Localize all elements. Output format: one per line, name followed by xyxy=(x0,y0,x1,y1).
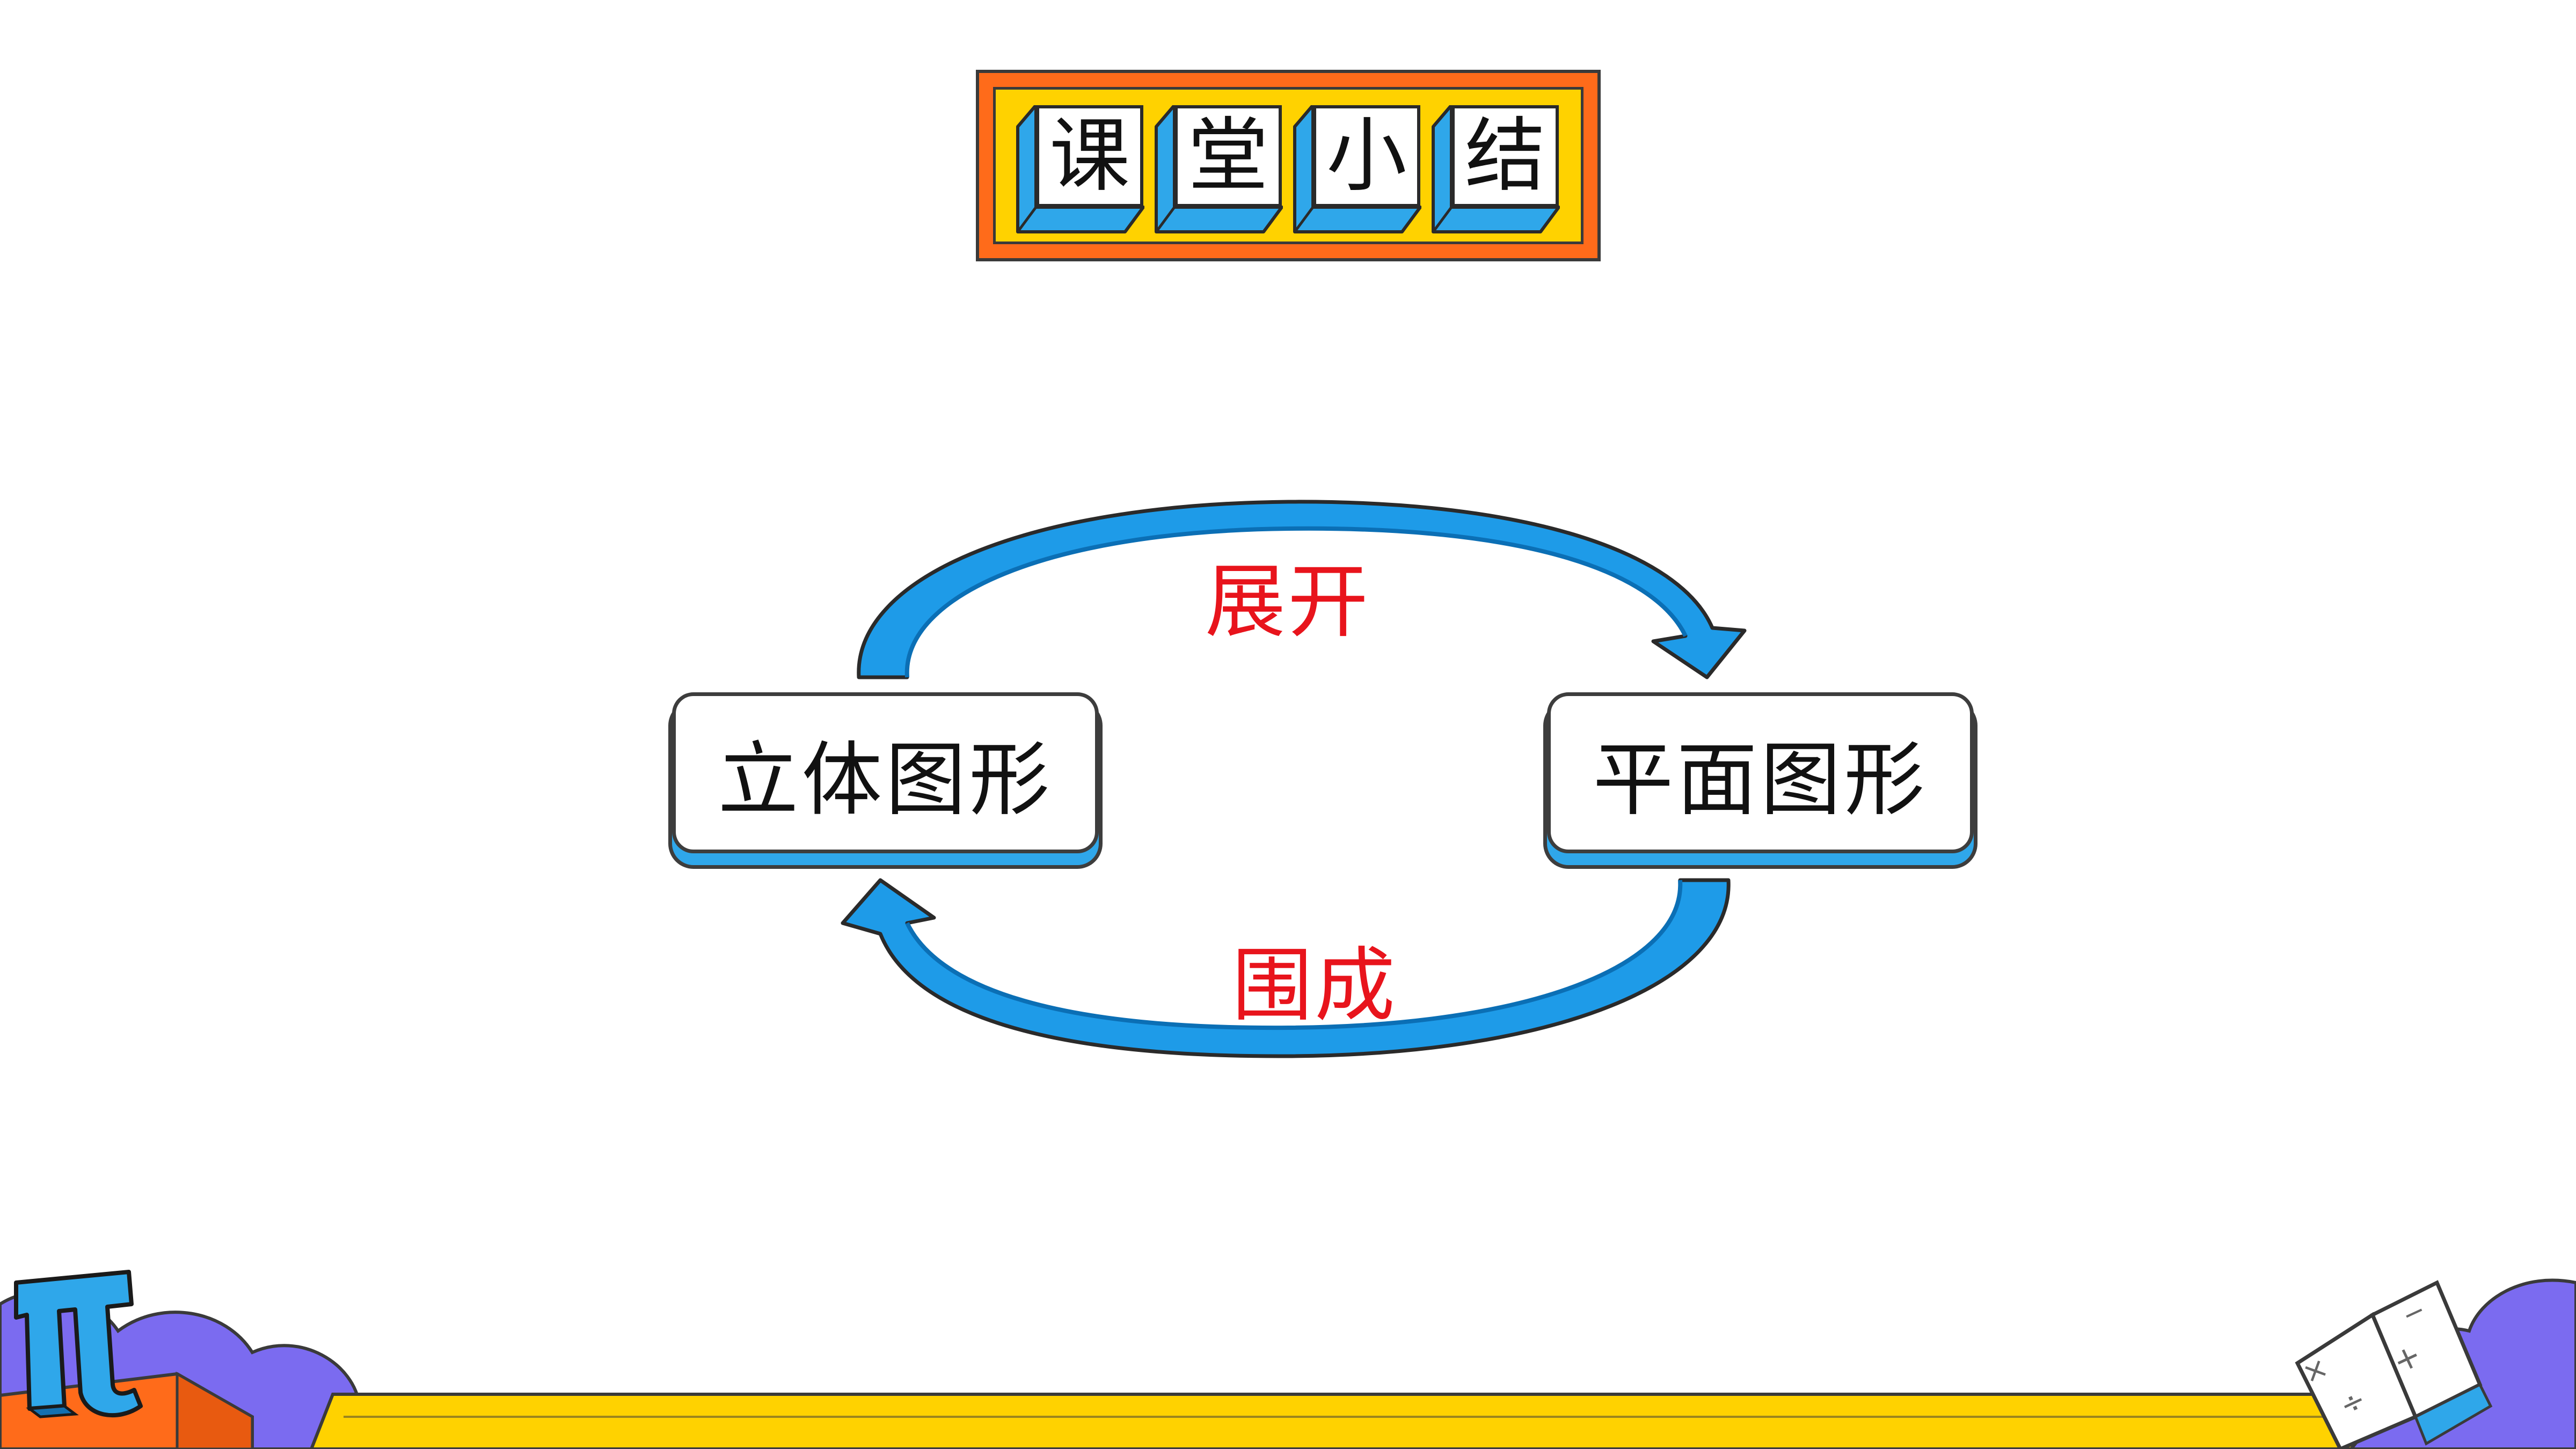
fold-arrow xyxy=(841,878,1731,1058)
title-tile-1: 课 xyxy=(1012,105,1144,234)
tile-3d-side xyxy=(1016,105,1144,233)
expand-arrow xyxy=(857,500,1747,679)
title-tile-4: 结 xyxy=(1428,105,1560,234)
title-tile-3: 小 xyxy=(1289,105,1421,234)
fold-label: 围成 xyxy=(1232,939,1398,1033)
expand-label: 展开 xyxy=(1205,555,1371,649)
title-banner: 课 堂 小 结 xyxy=(976,70,1601,261)
title-tile-2: 堂 xyxy=(1151,105,1283,234)
title-char: 结 xyxy=(1451,105,1559,207)
math-book-icon: − + × ÷ xyxy=(2295,1280,2493,1449)
title-char: 小 xyxy=(1313,105,1420,207)
solid-figure-node: 立体图形 xyxy=(672,692,1099,853)
plane-figure-node: 平面图形 xyxy=(1547,692,1974,853)
yellow-floor-bar xyxy=(309,1393,2364,1449)
title-char: 课 xyxy=(1036,105,1143,207)
title-char: 堂 xyxy=(1174,105,1282,207)
pi-symbol-icon xyxy=(14,1270,143,1418)
